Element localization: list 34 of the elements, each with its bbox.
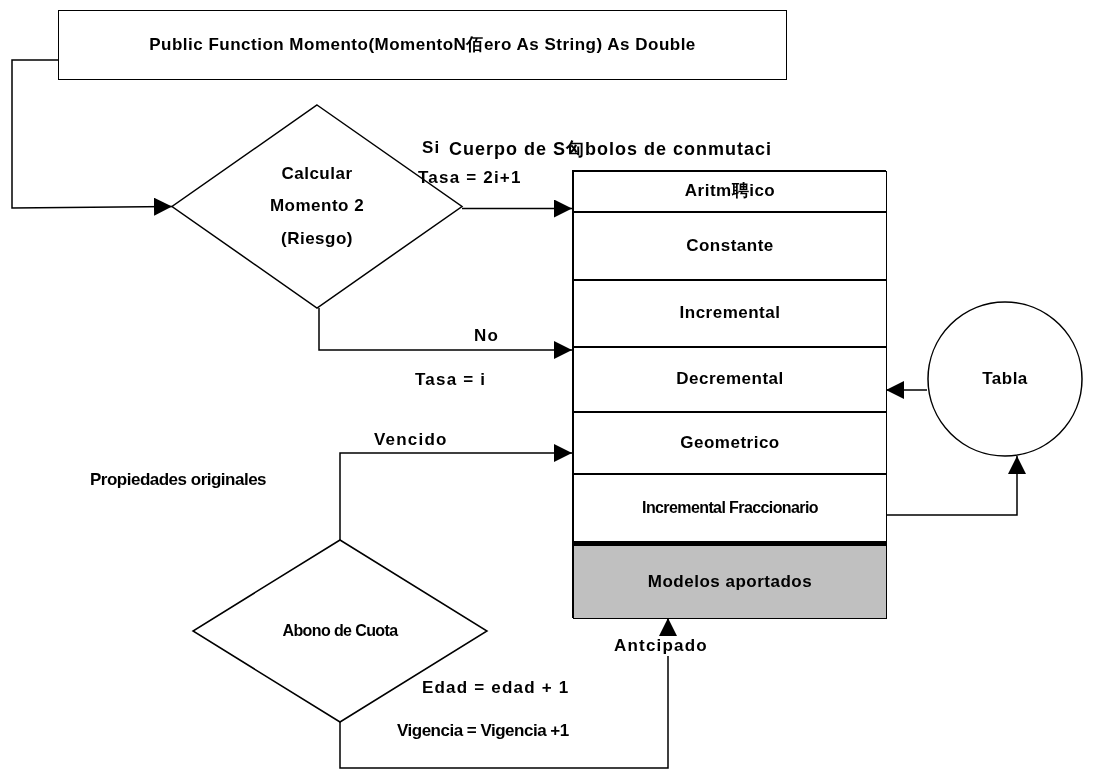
node-label: Incremental Fraccionario <box>642 497 818 518</box>
annotation-text: Tasa = i <box>415 370 487 391</box>
arrow <box>318 307 573 359</box>
function-box <box>58 10 787 80</box>
arrow <box>886 455 1026 516</box>
node-label: Tabla <box>982 367 1028 390</box>
node-label: Aritm聘ico <box>684 180 776 203</box>
node-label: Geometrico <box>680 431 780 454</box>
decision-diamond <box>193 540 487 722</box>
row-box <box>573 412 887 474</box>
row-box <box>573 212 887 280</box>
arrow <box>885 381 928 399</box>
node-label: Decremental <box>676 368 784 391</box>
node-label: Public Function Momento(MomentoN佰ero As String) As Double <box>149 33 696 56</box>
circle-node <box>927 301 1083 457</box>
node-label: Modelos aportados <box>647 570 813 593</box>
node-label: Constante <box>686 234 774 257</box>
node-label: Abono de Cuota <box>282 620 398 641</box>
panel-heading: Cuerpo de S匈bolos de conmutaci <box>449 139 773 161</box>
arrow <box>339 617 677 769</box>
arrow <box>11 59 173 216</box>
annotation-text: Vigencia = Vigencia +1 <box>397 721 569 742</box>
annotation-text: Propiedades originales <box>90 470 267 491</box>
arrow <box>461 199 573 218</box>
arrow <box>339 444 573 541</box>
row-box <box>573 542 887 619</box>
annotation-text: Tasa = 2i+1 <box>418 168 522 189</box>
annotation-text: Edad = edad + 1 <box>422 678 570 699</box>
row-box <box>573 347 887 412</box>
row-box <box>573 280 887 347</box>
node-label: Calcular Momento 2 (Riesgo) <box>268 163 366 250</box>
row-box <box>573 171 887 212</box>
node-label: Incremental <box>679 302 781 325</box>
row-box <box>573 474 887 542</box>
